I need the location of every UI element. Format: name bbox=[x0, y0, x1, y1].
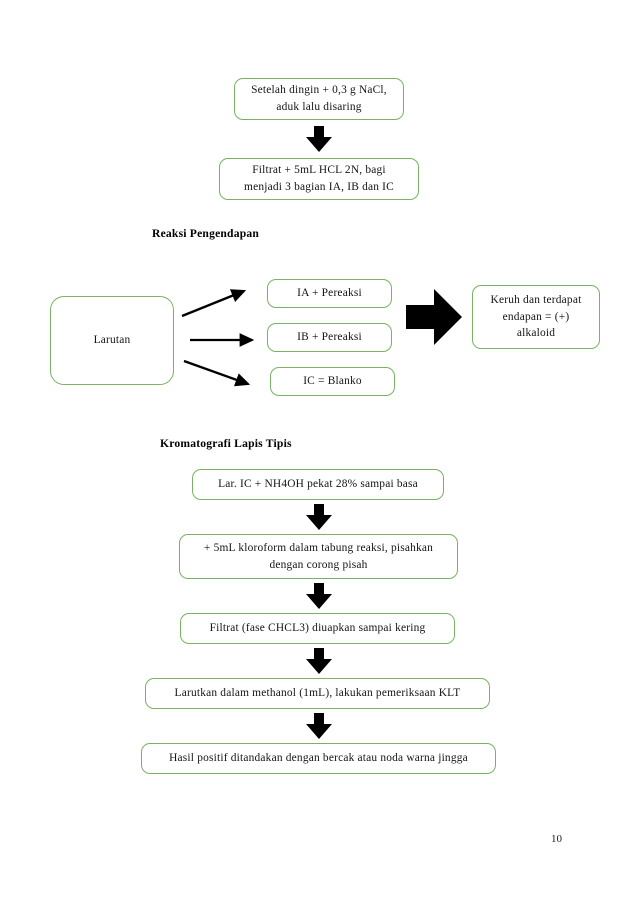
branch-label: IB + Pereaksi bbox=[297, 331, 362, 344]
result-line-3: alkaloid bbox=[516, 327, 556, 340]
heading-reaksi-pengendapan: Reaksi Pengendapan bbox=[152, 227, 259, 240]
step-box-filtrat-hcl: Filtrat + 5mL HCL 2N, bagi menjadi 3 bag… bbox=[219, 158, 419, 200]
klt-step-box-5: Hasil positif ditandakan dengan bercak a… bbox=[141, 743, 496, 774]
page-number: 10 bbox=[551, 833, 562, 845]
klt-step-box-1: Lar. IC + NH4OH pekat 28% sampai basa bbox=[192, 469, 444, 500]
branch-box-ia: IA + Pereaksi bbox=[267, 279, 392, 308]
klt-step-box-3: Filtrat (fase CHCL3) diuapkan sampai ker… bbox=[180, 613, 455, 644]
source-box-label: Larutan bbox=[93, 334, 131, 347]
step-line-1: Setelah dingin + 0,3 g NaCl, bbox=[251, 84, 387, 97]
klt-step-line-1: Larutkan dalam methanol (1mL), lakukan p… bbox=[174, 687, 461, 700]
result-line-2: endapan = (+) bbox=[502, 310, 570, 323]
step-line-2: aduk lalu disaring bbox=[276, 101, 362, 113]
arrow-down-icon bbox=[306, 126, 332, 152]
branch-arrows-group bbox=[181, 289, 255, 387]
step-box-setelah-dingin: Setelah dingin + 0,3 g NaCl, aduk lalu d… bbox=[234, 78, 404, 120]
arrow-down-icon bbox=[306, 713, 332, 739]
arrow-down-icon bbox=[306, 583, 332, 609]
source-box-larutan: Larutan bbox=[50, 296, 174, 385]
klt-step-box-4: Larutkan dalam methanol (1mL), lakukan p… bbox=[145, 678, 490, 709]
branch-label: IA + Pereaksi bbox=[297, 287, 362, 300]
klt-step-box-2: + 5mL kloroform dalam tabung reaksi, pis… bbox=[179, 534, 458, 579]
result-line-1: Keruh dan terdapat bbox=[490, 294, 582, 307]
branch-arrow-ia bbox=[181, 289, 247, 318]
step-line-1: Filtrat + 5mL HCL 2N, bagi bbox=[252, 164, 386, 177]
step-line-2: menjadi 3 bagian IA, IB dan IC bbox=[244, 181, 394, 193]
branch-box-ib: IB + Pereaksi bbox=[267, 323, 392, 352]
branch-label: IC = Blanko bbox=[303, 375, 362, 388]
branch-box-ic: IC = Blanko bbox=[270, 367, 395, 396]
branch-arrow-ic bbox=[183, 359, 251, 387]
arrow-down-icon bbox=[306, 648, 332, 674]
heading-kromatografi-lapis-tipis: Kromatografi Lapis Tipis bbox=[160, 437, 292, 450]
arrow-right-icon bbox=[406, 289, 462, 345]
klt-step-line-2: dengan corong pisah bbox=[269, 558, 368, 571]
klt-step-line-1: Filtrat (fase CHCL3) diuapkan sampai ker… bbox=[209, 622, 426, 635]
klt-step-line-1: + 5mL kloroform dalam tabung reaksi, pis… bbox=[203, 541, 434, 554]
result-box-alkaloid: Keruh dan terdapat endapan = (+) alkaloi… bbox=[472, 285, 600, 349]
klt-step-line-1: Lar. IC + NH4OH pekat 28% sampai basa bbox=[218, 478, 418, 491]
klt-step-line-1: Hasil positif ditandakan dengan bercak a… bbox=[169, 752, 468, 765]
arrow-down-icon bbox=[306, 504, 332, 530]
